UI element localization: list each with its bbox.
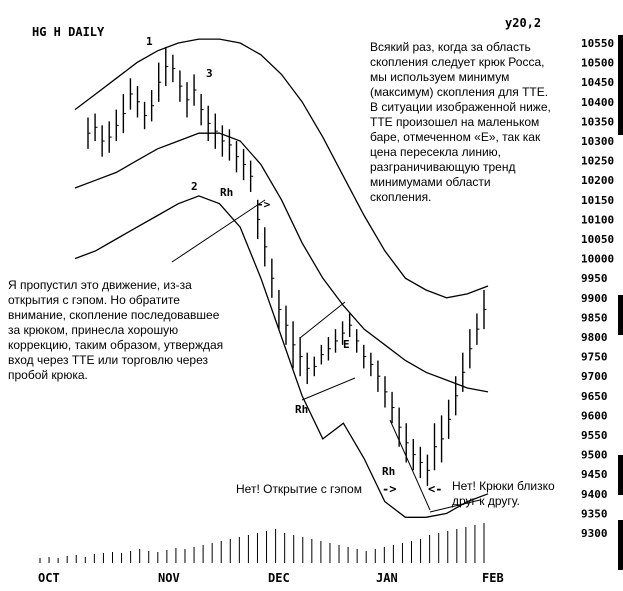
- y-tick-label: 9400: [581, 488, 608, 501]
- right-edge-mark: [618, 295, 623, 335]
- arrow-rh-marker: ->: [257, 198, 271, 211]
- gap-miss-note: Я пропустил это движение, из-за открытия…: [8, 278, 224, 382]
- y-tick-label: 9450: [581, 468, 608, 481]
- y-tick-label: 10150: [581, 194, 614, 207]
- y-tick-label: 9500: [581, 449, 608, 462]
- y-tick-label: 9700: [581, 370, 608, 383]
- right-edge-mark: [618, 455, 623, 495]
- point-label: 3: [206, 67, 213, 80]
- right-edge-mark: [618, 520, 623, 570]
- point-label: 1: [146, 35, 153, 48]
- y-tick-label: 9750: [581, 351, 608, 364]
- right-edge-mark: [618, 35, 623, 135]
- upper-band-line: [74, 38, 489, 299]
- y-tick-label: 9950: [581, 272, 608, 285]
- x-tick-label: DEC: [268, 571, 290, 585]
- y-tick-label: 10450: [581, 76, 614, 89]
- point-label: Rh: [220, 186, 233, 199]
- point-label: Rh: [382, 465, 395, 478]
- support-line-jan: [429, 499, 481, 513]
- point-label: 2: [191, 180, 198, 193]
- y-tick-label: 9550: [581, 429, 608, 442]
- x-tick-label: NOV: [158, 571, 180, 585]
- y-tick-label: 9900: [581, 292, 608, 305]
- trend-line-upper: [299, 301, 346, 339]
- y-tick-label: 10100: [581, 213, 614, 226]
- y-tick-label: 10000: [581, 253, 614, 266]
- moving-average-line: [74, 132, 489, 393]
- arrow-gap-marker: ->: [382, 482, 396, 496]
- y-tick-label: 10550: [581, 37, 614, 50]
- y-tick-label: 10250: [581, 155, 614, 168]
- hook-note: Всякий раз, когда за область скопления с…: [370, 40, 551, 204]
- trend-line-jan: [389, 419, 431, 511]
- y-tick-label: 9350: [581, 507, 608, 520]
- x-tick-label: JAN: [376, 571, 398, 585]
- y-tick-label: 9650: [581, 390, 608, 403]
- lower-band-line: [74, 195, 489, 518]
- y-tick-label: 10200: [581, 174, 614, 187]
- x-tick-label: OCT: [38, 571, 60, 585]
- y-tick-label: 10400: [581, 96, 614, 109]
- y-tick-label: 9800: [581, 331, 608, 344]
- point-label: E: [343, 338, 350, 351]
- x-tick-label: FEB: [482, 571, 504, 585]
- y-tick-label: 9300: [581, 527, 608, 540]
- arrow-hook-marker: <-: [428, 482, 442, 496]
- hooks-close-note: Нет! Крюки близко друг к другу.: [452, 479, 555, 508]
- y-tick-label: 10300: [581, 135, 614, 148]
- y-tick-label: 10500: [581, 57, 614, 70]
- chart-title: HG H DAILY: [32, 25, 105, 39]
- trend-line-lower: [301, 377, 356, 401]
- point-label: Rh: [295, 403, 308, 416]
- y-tick-label: 9850: [581, 311, 608, 324]
- gap-open-note: Нет! Открытие с гэпом: [236, 482, 362, 496]
- corner-label: y20,2: [505, 16, 541, 30]
- entry-arrow-line: [171, 199, 266, 263]
- y-tick-label: 10050: [581, 233, 614, 246]
- y-tick-label: 10350: [581, 115, 614, 128]
- y-tick-label: 9600: [581, 409, 608, 422]
